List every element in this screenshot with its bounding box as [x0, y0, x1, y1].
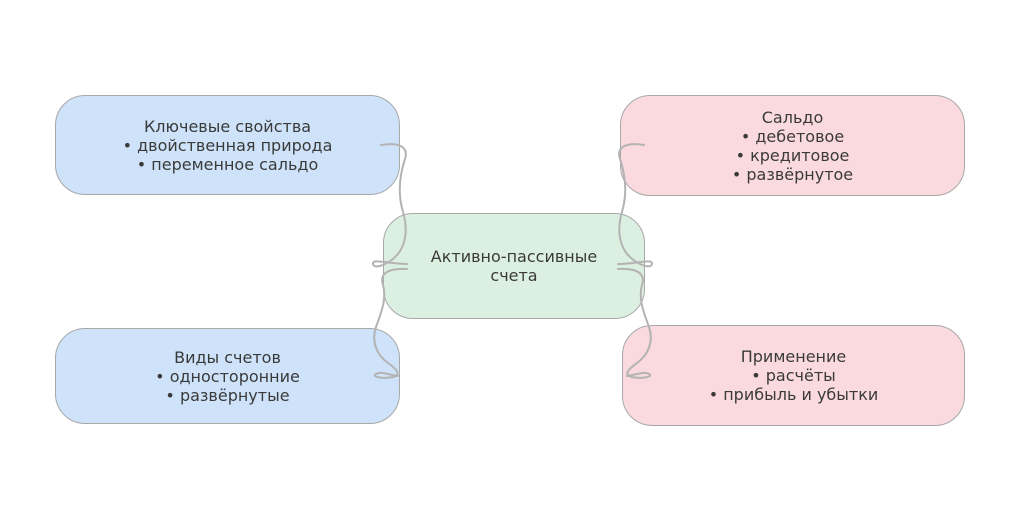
node-bullet: • двойственная природа	[122, 135, 333, 155]
node-bullet: • развёрнутые	[165, 385, 290, 405]
node-title: Активно-пассивные	[430, 247, 598, 266]
node-title: Ключевые свойства	[143, 116, 312, 136]
node-title: Сальдо	[761, 107, 824, 127]
node-title: Виды счетов	[174, 347, 281, 367]
node-application: Применение • расчёты • прибыль и убытки	[622, 325, 965, 426]
node-title: счета	[490, 266, 538, 285]
node-bullet: • односторонние	[155, 366, 300, 386]
node-bullet: • дебетовое	[740, 126, 845, 146]
node-bullet: • расчёты	[751, 366, 836, 385]
node-account-types: Виды счетов • односторонние • развёрнуты…	[55, 328, 400, 424]
node-central-topic: Активно-пассивные счета	[383, 213, 645, 319]
node-saldo: Сальдо • дебетовое • кредитовое • развёр…	[620, 95, 965, 196]
node-bullet: • развёрнутое	[731, 164, 854, 184]
node-title: Применение	[740, 347, 847, 366]
node-bullet: • переменное сальдо	[136, 154, 319, 174]
node-bullet: • прибыль и убытки	[708, 385, 879, 404]
node-bullet: • кредитовое	[735, 145, 850, 165]
node-key-properties: Ключевые свойства • двойственная природа…	[55, 95, 400, 195]
